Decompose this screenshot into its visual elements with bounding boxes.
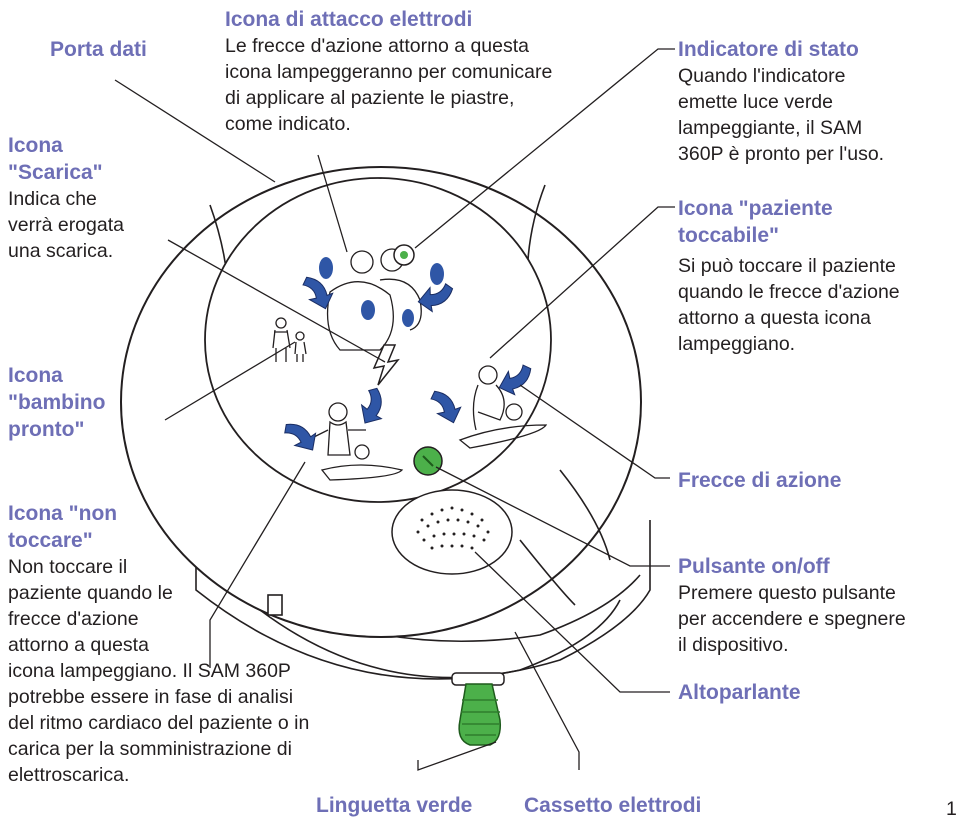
pulsante-onoff-title: Pulsante on/off: [678, 555, 830, 578]
paziente-toccabile-desc: Si può toccare il paziente quando le fre…: [678, 255, 900, 355]
label-bambino-pronto: Icona "bambino pronto": [8, 362, 105, 443]
page-number: 1: [946, 798, 957, 820]
label-scarica: Icona "Scarica" Indica che verrà erogata…: [8, 132, 124, 264]
cassetto-elettrodi-title: Cassetto elettrodi: [524, 794, 702, 817]
label-cassetto-elettrodi: Cassetto elettrodi: [524, 792, 701, 819]
child-ready-icon: [272, 317, 307, 362]
label-porta-dati: Porta dati: [50, 36, 147, 63]
paziente-toccabile-title: Icona "paziente toccabile": [678, 197, 833, 247]
label-frecce-azione: Frecce di azione: [678, 467, 841, 494]
label-altoparlante: Altoparlante: [678, 679, 801, 706]
indicatore-stato-title: Indicatore di stato: [678, 38, 859, 61]
bambino-pronto-title: Icona "bambino pronto": [8, 364, 106, 441]
status-indicator-icon: [393, 244, 415, 266]
scarica-title: Icona "Scarica": [8, 134, 103, 184]
electrode-attach-icon: [300, 248, 457, 351]
on-off-button-icon[interactable]: [413, 446, 443, 476]
non-toccare-title: Icona "non toccare": [8, 502, 118, 552]
attacco-elettrodi-title: Icona di attacco elettrodi: [225, 8, 473, 31]
label-attacco-elettrodi: Icona di attacco elettrodi Le frecce d'a…: [225, 6, 552, 137]
speaker-icon: [391, 489, 513, 575]
scarica-desc: Indica che verrà erogata una scarica.: [8, 188, 124, 262]
frecce-azione-title: Frecce di azione: [678, 469, 842, 492]
altoparlante-title: Altoparlante: [678, 681, 801, 704]
patient-touchable-icon: [428, 362, 548, 449]
do-not-touch-icon: [280, 384, 404, 481]
porta-dati-title: Porta dati: [50, 38, 147, 61]
leader-lines: [114, 48, 675, 771]
label-pulsante-onoff: Pulsante on/off Premere questo pulsante …: [678, 553, 906, 658]
label-non-toccare: Icona "non toccare" Non toccare il pazie…: [8, 500, 309, 788]
shock-icon: [372, 344, 400, 386]
linguetta-verde-title: Linguetta verde: [316, 794, 473, 817]
label-paziente-toccabile: Icona "paziente toccabile" Si può toccar…: [678, 195, 900, 357]
label-linguetta-verde: Linguetta verde: [316, 792, 472, 819]
non-toccare-desc: Non toccare il paziente quando le frecce…: [8, 556, 310, 786]
green-tab-icon[interactable]: [451, 672, 505, 746]
indicatore-stato-desc: Quando l'indicatore emette luce verde la…: [678, 65, 885, 165]
pulsante-onoff-desc: Premere questo pulsante per accendere e …: [678, 582, 906, 656]
attacco-elettrodi-desc: Le frecce d'azione attorno a questa icon…: [225, 35, 553, 135]
label-indicatore-stato: Indicatore di stato Quando l'indicatore …: [678, 36, 884, 167]
